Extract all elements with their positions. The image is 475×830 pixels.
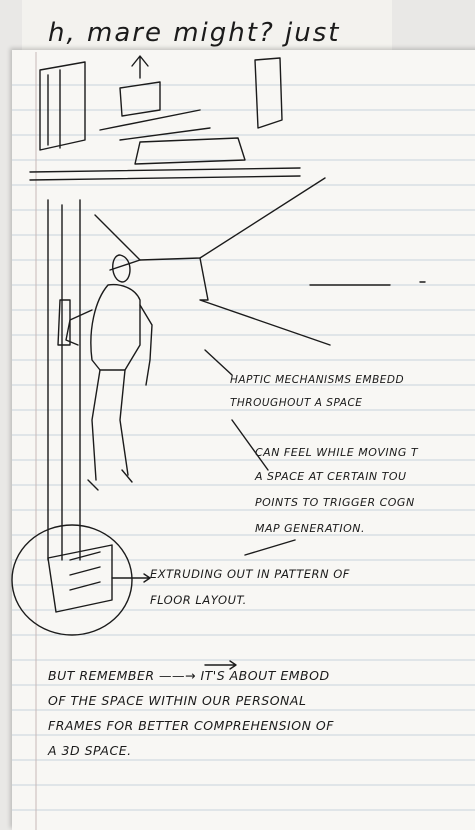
note-feel-line-1: CAN FEEL WHILE MOVING T <box>255 446 418 459</box>
note-remember-line-3: FRAMES FOR BETTER COMPREHENSION OF <box>48 718 334 733</box>
note-feel-line-4: MAP GENERATION. <box>255 522 365 535</box>
note-feel-line-3: POINTS TO TRIGGER COGN <box>255 496 415 509</box>
note-remember-line-4: A 3D SPACE. <box>48 743 132 758</box>
note-remember-line-2: OF THE SPACE WITHIN OUR PERSONAL <box>48 693 306 708</box>
note-haptic-line-1: HAPTIC MECHANISMS EMBEDD <box>230 374 404 386</box>
note-feel-line-2: A SPACE AT CERTAIN TOU <box>255 470 407 483</box>
note-extrude-line-2: FLOOR LAYOUT. <box>150 593 247 607</box>
note-extrude-line-1: EXTRUDING OUT IN PATTERN OF <box>150 567 350 581</box>
note-remember-line-1: BUT REMEMBER ——→ IT'S ABOUT EMBOD <box>48 668 330 683</box>
note-haptic-line-2: THROUGHOUT A SPACE <box>230 397 362 409</box>
top-scrawl: h, mare might? just <box>48 18 340 48</box>
